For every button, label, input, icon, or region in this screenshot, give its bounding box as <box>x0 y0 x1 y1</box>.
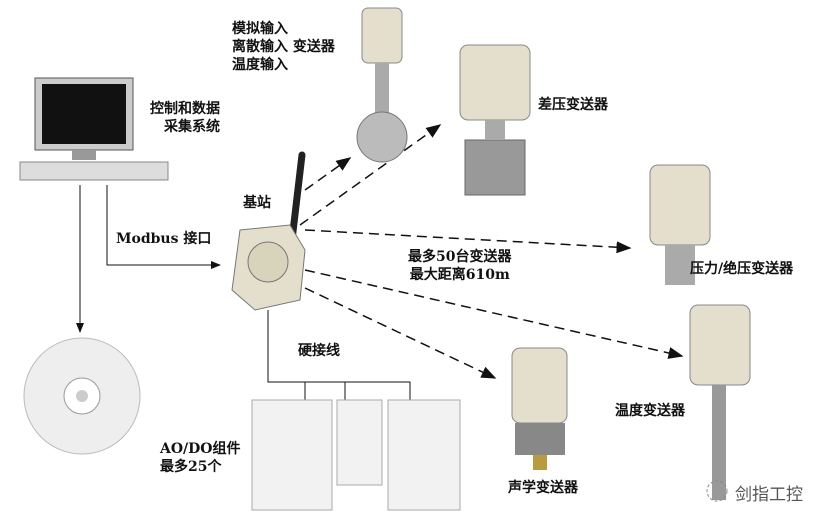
hardwire-label: 硬接线 <box>298 343 340 359</box>
base-station-label: 基站 <box>243 195 271 211</box>
input-types-label: 模拟输入 离散输入 变送器 温度输入 <box>232 20 335 74</box>
max-distance-text: 最大距离610m <box>409 267 510 283</box>
aodo-modules-icon <box>251 399 461 511</box>
pressure-transmitter-label: 压力/绝压变送器 <box>690 261 794 277</box>
modbus-label: Modbus 接口 <box>116 231 212 247</box>
dp-transmitter-icon <box>459 44 531 196</box>
capacity-label: 最多50台变送器 最大距离610m <box>408 248 511 284</box>
temperature-transmitter-label: 温度变送器 <box>615 403 685 419</box>
pressure-transmitter-icon <box>649 164 711 285</box>
level-transmitter-icon <box>356 7 408 163</box>
wireless-links <box>299 124 684 379</box>
hardwire-lines <box>267 310 411 400</box>
temperature-transmitter-icon <box>689 304 751 500</box>
aodo-label: AO/DO组件 最多25个 <box>160 440 241 476</box>
modbus-line <box>106 185 221 269</box>
aodo-module-text: AO/DO组件 <box>160 441 241 457</box>
acoustic-transmitter-icon <box>511 347 568 470</box>
cd-icon <box>23 337 141 455</box>
watermark-logo-icon <box>706 480 728 502</box>
dp-transmitter-label: 差压变送器 <box>538 97 608 113</box>
temperature-input-text: 温度输入 <box>232 57 288 73</box>
base-station-icon <box>231 151 306 311</box>
computer-icon <box>19 77 169 181</box>
control-system-line1: 控制和数据 <box>150 101 220 117</box>
discrete-input-text: 离散输入 变送器 <box>232 39 335 55</box>
analog-input-text: 模拟输入 <box>232 21 288 37</box>
acoustic-transmitter-label: 声学变送器 <box>508 480 578 496</box>
control-system-label: 控制和数据 采集系统 <box>150 100 220 136</box>
max-transmitters-text: 最多50台变送器 <box>408 249 512 265</box>
aodo-max-text: 最多25个 <box>160 459 222 475</box>
control-system-line2: 采集系统 <box>164 119 220 135</box>
watermark: 剑指工控 <box>735 485 803 505</box>
